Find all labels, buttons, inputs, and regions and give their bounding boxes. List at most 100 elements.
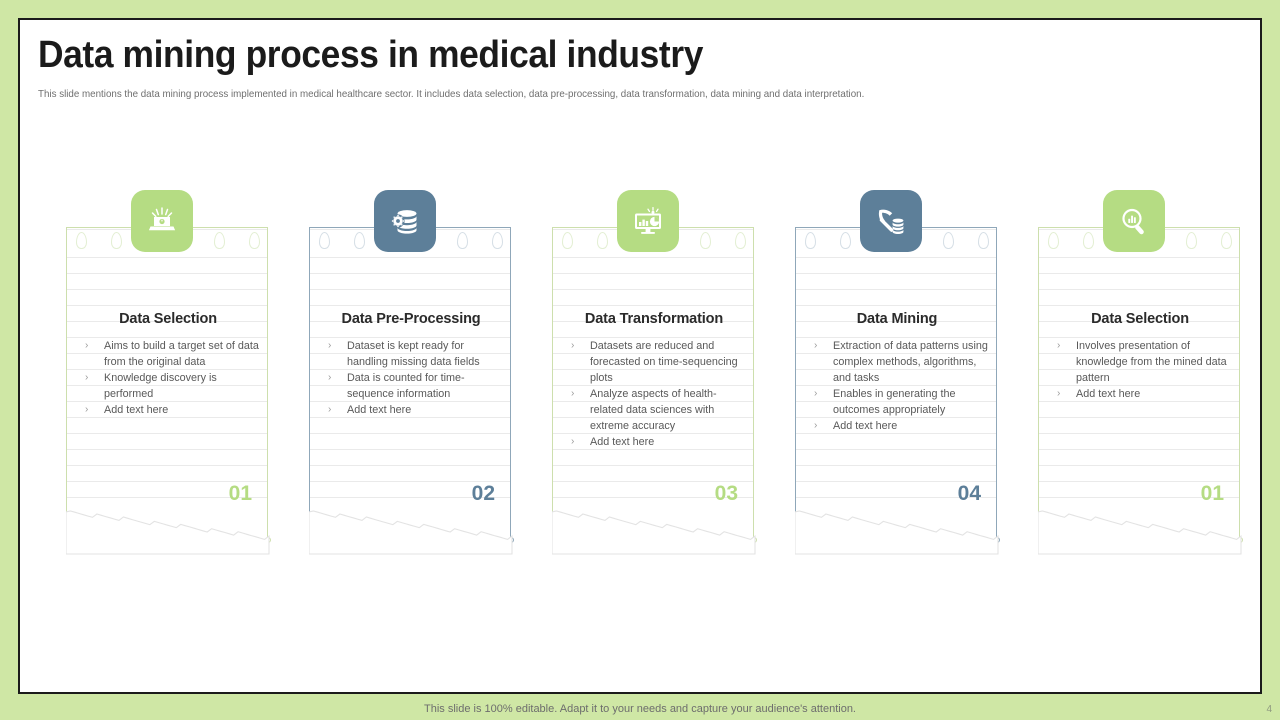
card-heading: Data Pre-Processing xyxy=(341,311,481,327)
ruled-lines xyxy=(67,228,267,512)
chevron-right-icon: › xyxy=(571,436,575,447)
card-bullet-item: › Add text here xyxy=(569,434,747,450)
torn-paper-edge xyxy=(66,508,270,558)
spiral-ring-icon xyxy=(839,232,851,249)
note-sheet: Data Selection › Involves presentation of … xyxy=(1038,227,1240,512)
page-number: 4 xyxy=(1266,704,1272,715)
process-card[interactable]: Data Transformation › Datasets are reduced… xyxy=(542,190,757,572)
spiral-ring-icon xyxy=(214,232,226,249)
footer-note: This slide is 100% editable. Adapt it to… xyxy=(424,703,856,715)
card-bullet-text: Knowledge discovery is performed xyxy=(104,372,217,400)
card-heading: Data Transformation xyxy=(584,311,724,327)
spiral-ring-icon xyxy=(1220,232,1232,249)
step-number: 01 xyxy=(228,482,252,505)
magnifier-chart-icon xyxy=(1117,204,1151,238)
chevron-right-icon: › xyxy=(814,340,818,351)
step-number: 01 xyxy=(1200,482,1224,505)
chevron-right-icon: › xyxy=(85,404,89,415)
chevron-right-icon: › xyxy=(814,388,818,399)
pickaxe-database-icon xyxy=(874,204,908,238)
spiral-ring-icon xyxy=(1186,232,1198,249)
card-bullet-item: › Extraction of data patterns using compl… xyxy=(812,338,990,386)
ruled-lines xyxy=(553,228,753,512)
chevron-right-icon: › xyxy=(571,388,575,399)
card-spine xyxy=(753,227,754,539)
card-heading: Data Selection xyxy=(119,311,217,327)
step-number: 02 xyxy=(471,482,495,505)
card-bullet-item: › Datasets are reduced and forecasted on … xyxy=(569,338,747,386)
laptop-rays-icon-badge[interactable] xyxy=(131,190,193,252)
card-bullet-item: ›Analyze aspects of health-related data … xyxy=(569,386,747,434)
card-bullet-list: ›Dataset is kept ready for handling miss… xyxy=(326,338,504,418)
card-bullet-text: Data is counted for time-sequence inform… xyxy=(347,372,465,400)
monitor-chart-icon-badge[interactable] xyxy=(617,190,679,252)
torn-paper-edge xyxy=(552,508,756,558)
card-bullet-list: › Aims to build a target set of data from… xyxy=(83,338,261,418)
card-bullet-list: › Extraction of data patterns using compl… xyxy=(812,338,990,434)
process-card[interactable]: Data Pre-Processing ›Dataset is kept read… xyxy=(299,190,514,572)
spiral-ring-icon xyxy=(1048,232,1059,249)
database-gear-icon xyxy=(388,204,422,238)
note-sheet: Data Transformation › Datasets are reduced… xyxy=(552,227,754,512)
chevron-right-icon: › xyxy=(1057,340,1061,351)
card-bullet-text: Datasets are reduced and forecasted on t… xyxy=(590,340,738,384)
card-heading: Data Selection xyxy=(1091,311,1189,327)
chevron-right-icon: › xyxy=(328,372,332,383)
chevron-right-icon: › xyxy=(1057,388,1061,399)
spiral-ring-icon xyxy=(700,232,712,249)
ruled-lines xyxy=(1039,228,1239,512)
magnifier-chart-icon-badge[interactable] xyxy=(1103,190,1165,252)
card-bullet-item: ›Add text here xyxy=(1055,386,1233,402)
step-number: 03 xyxy=(714,482,738,505)
chevron-right-icon: › xyxy=(571,340,575,351)
card-bullet-text: Involves presentation of knowledge from … xyxy=(1076,340,1227,384)
torn-paper-edge xyxy=(795,508,999,558)
chevron-right-icon: › xyxy=(85,372,89,383)
spiral-ring-icon xyxy=(110,232,122,249)
spiral-ring-icon xyxy=(943,232,955,249)
spiral-ring-icon xyxy=(353,232,365,249)
card-bullet-item: › Involves presentation of knowledge from… xyxy=(1055,338,1233,386)
card-bullet-item: › Data is counted for time-sequence infor… xyxy=(326,370,504,402)
chevron-right-icon: › xyxy=(328,404,332,415)
pickaxe-database-icon-badge[interactable] xyxy=(860,190,922,252)
chevron-right-icon: › xyxy=(814,420,818,431)
spiral-ring-icon xyxy=(319,232,330,249)
step-number: 04 xyxy=(957,482,981,505)
torn-paper-edge xyxy=(1038,508,1242,558)
card-bullet-text: Add text here xyxy=(347,404,412,416)
note-sheet: Data Selection › Aims to build a target se… xyxy=(66,227,268,512)
spiral-ring-icon xyxy=(76,232,87,249)
process-cards-row: Data Selection › Aims to build a target se… xyxy=(20,190,1264,590)
note-sheet: Data Pre-Processing ›Dataset is kept read… xyxy=(309,227,511,512)
card-bullet-item: › Knowledge discovery is performed xyxy=(83,370,261,402)
spiral-ring-icon xyxy=(977,232,989,249)
process-card[interactable]: Data Selection › Involves presentation of … xyxy=(1028,190,1243,572)
spiral-ring-icon xyxy=(248,232,260,249)
card-spine xyxy=(267,227,268,539)
slide-panel: Data mining process in medical industry … xyxy=(18,18,1262,694)
card-spine xyxy=(1239,227,1240,539)
card-bullet-text: Add text here xyxy=(590,436,655,448)
card-bullet-item: › Add text here xyxy=(326,402,504,418)
process-card[interactable]: Data Selection › Aims to build a target se… xyxy=(56,190,271,572)
note-sheet: Data Mining›Extraction of data patterns … xyxy=(795,227,997,512)
database-gear-icon-badge[interactable] xyxy=(374,190,436,252)
spiral-ring-icon xyxy=(1082,232,1094,249)
process-card[interactable]: Data Mining›Extraction of data patterns … xyxy=(785,190,1000,572)
torn-paper-edge xyxy=(309,508,513,558)
card-bullet-text: Extraction of data patterns using comple… xyxy=(833,340,988,384)
card-spine xyxy=(996,227,997,539)
page-title: Data mining process in medical industry xyxy=(38,34,703,76)
card-bullet-text: Enables in generating the outcomes appro… xyxy=(833,388,956,416)
card-bullet-text: Aims to build a target set of data from … xyxy=(104,340,259,368)
card-bullet-item: ›Add text here xyxy=(83,402,261,418)
spiral-ring-icon xyxy=(457,232,469,249)
spiral-ring-icon xyxy=(596,232,608,249)
chevron-right-icon: › xyxy=(328,340,332,351)
spiral-ring-icon xyxy=(734,232,746,249)
card-bullet-item: ›Dataset is kept ready for handling miss… xyxy=(326,338,504,370)
card-bullet-item: › Enables in generating the outcomes appr… xyxy=(812,386,990,418)
card-bullet-item: ›Add text here xyxy=(812,418,990,434)
